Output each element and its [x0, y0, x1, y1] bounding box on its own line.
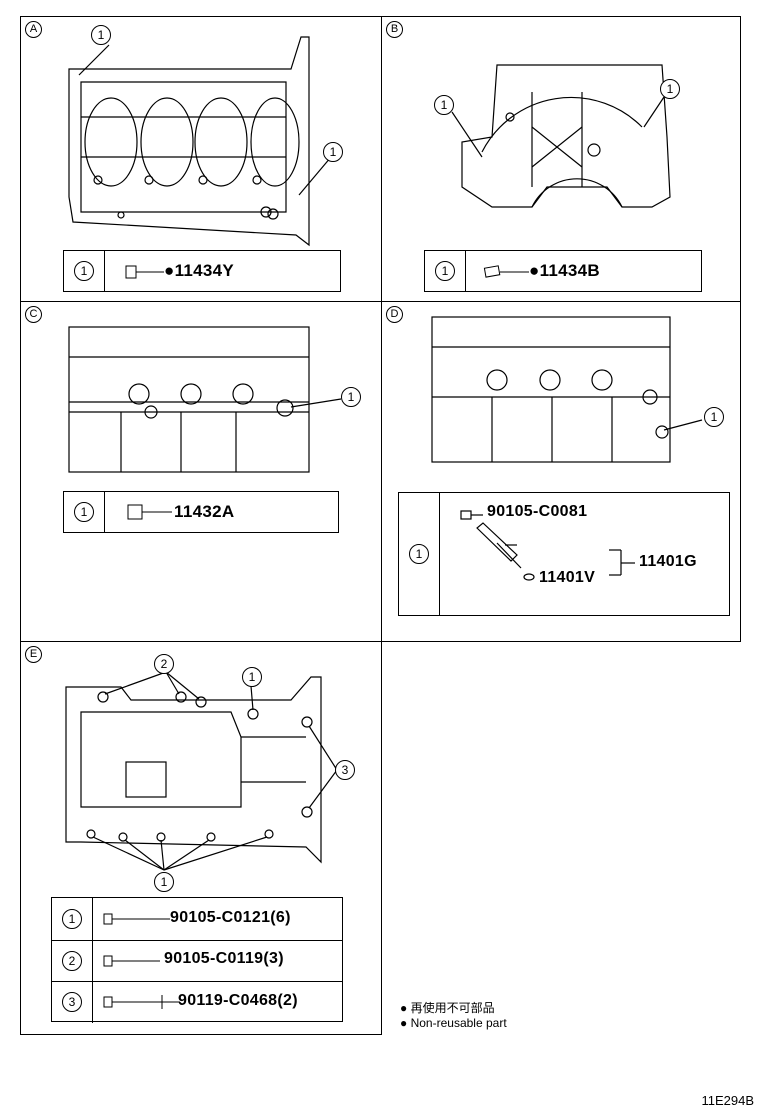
panel-label-d: D: [386, 306, 403, 323]
panel-label-b: B: [386, 21, 403, 38]
parts-table-e: 1 90105-C0121(6) 2 90105-C0119(3) 3 9011…: [51, 897, 343, 1023]
row-number-cell: 3: [52, 981, 93, 1023]
legend-non-reusable-cn: ● 再使用不可部品: [400, 999, 495, 1016]
legend-text-en: Non-reusable part: [410, 1016, 507, 1030]
callout-1-a: 1: [91, 25, 111, 45]
callout-1-a-right: 1: [323, 142, 343, 162]
non-reusable-mark: ●: [529, 261, 540, 280]
callout-row-1: 1: [62, 909, 82, 929]
callout-row-1: 1: [409, 544, 429, 564]
part-number-11434B: ●11434B: [529, 261, 600, 280]
cylinder-block-front-drawing: [68, 36, 332, 247]
pin-icon: [125, 265, 164, 279]
part-number-90105-C0081: 90105-C0081: [487, 503, 588, 520]
cylinder-block-exhaust-side-drawing: [431, 316, 703, 463]
callout-1-e-top: 1: [242, 667, 262, 687]
callout-1-b-left: 1: [434, 95, 454, 115]
part-number-90105-C0121: 90105-C0121(6): [170, 909, 291, 926]
callout-1-b-right: 1: [660, 79, 680, 99]
callout-row-1: 1: [74, 502, 94, 522]
part-number-11401G: 11401G: [639, 553, 697, 570]
parts-row-3: 3 90119-C0468(2): [52, 981, 342, 1023]
plug-icon: [127, 504, 172, 520]
callout-1-d: 1: [704, 407, 724, 427]
row-number-cell: 2: [52, 940, 93, 981]
cylinder-block-bottom-drawing: [65, 671, 338, 871]
parts-table-c: 1 11432A: [63, 491, 339, 533]
non-reusable-mark: ●: [400, 1016, 408, 1030]
bolt-icon: [103, 913, 170, 925]
panel-label-a: A: [25, 21, 42, 38]
callout-1-e-bottom: 1: [154, 872, 174, 892]
oil-jet-assembly-drawing: [460, 510, 635, 581]
part-number-11401V: 11401V: [539, 569, 596, 586]
panel-c: C 1 1 11432A: [20, 301, 382, 642]
cylinder-block-intake-side-drawing: [68, 326, 342, 473]
part-number-90105-C0119: 90105-C0119(3): [164, 950, 284, 967]
callout-row-1: 1: [74, 261, 94, 281]
parts-table-b: 1 ●11434B: [424, 250, 702, 292]
callout-row-2: 2: [62, 950, 82, 971]
panel-a: A 1 1 1 ●11434Y: [20, 16, 382, 302]
parts-row-2: 2 90105-C0119(3): [52, 940, 342, 982]
cylinder-block-side-drawing: [451, 64, 671, 208]
panel-e: E 2 1 3 1 1 90105-C0121(6): [20, 641, 382, 1035]
part-number-11432A: 11432A: [174, 502, 235, 521]
figure-id: 11E294B: [701, 1093, 754, 1108]
panel-label-c: C: [25, 306, 42, 323]
parts-row-1: 1 90105-C0121(6): [52, 898, 342, 941]
legend-text-cn: 再使用不可部品: [410, 1001, 495, 1015]
parts-table-d: 1 90105-C0081 11401V 11401G: [398, 492, 730, 616]
row-number-cell: 1: [425, 251, 466, 291]
callout-row-3: 3: [62, 992, 82, 1012]
row-number-cell: 1: [64, 492, 105, 532]
panel-d: D 1 1: [381, 301, 741, 642]
bolt-icon: [103, 955, 160, 967]
row-number-cell: 1: [64, 251, 105, 291]
callout-2-e: 2: [154, 654, 174, 674]
non-reusable-mark: ●: [164, 261, 175, 280]
callout-1-c: 1: [341, 387, 361, 407]
legend-non-reusable-en: ● Non-reusable part: [400, 1016, 507, 1030]
pin-icon: [483, 265, 529, 278]
row-number-cell: 1: [399, 493, 440, 615]
stud-bolt-icon: [103, 995, 180, 1009]
panel-b: B 1 1 1 ●11434B: [381, 16, 741, 302]
parts-table-a: 1 ●11434Y: [63, 250, 341, 292]
part-number-90119-C0468: 90119-C0468(2): [178, 992, 298, 1009]
non-reusable-mark: ●: [400, 1001, 408, 1015]
callout-3-e: 3: [335, 760, 355, 780]
callout-row-1: 1: [435, 261, 455, 281]
part-number-11434Y: ●11434Y: [164, 261, 235, 280]
panel-label-e: E: [25, 646, 42, 663]
row-number-cell: 1: [52, 898, 93, 940]
